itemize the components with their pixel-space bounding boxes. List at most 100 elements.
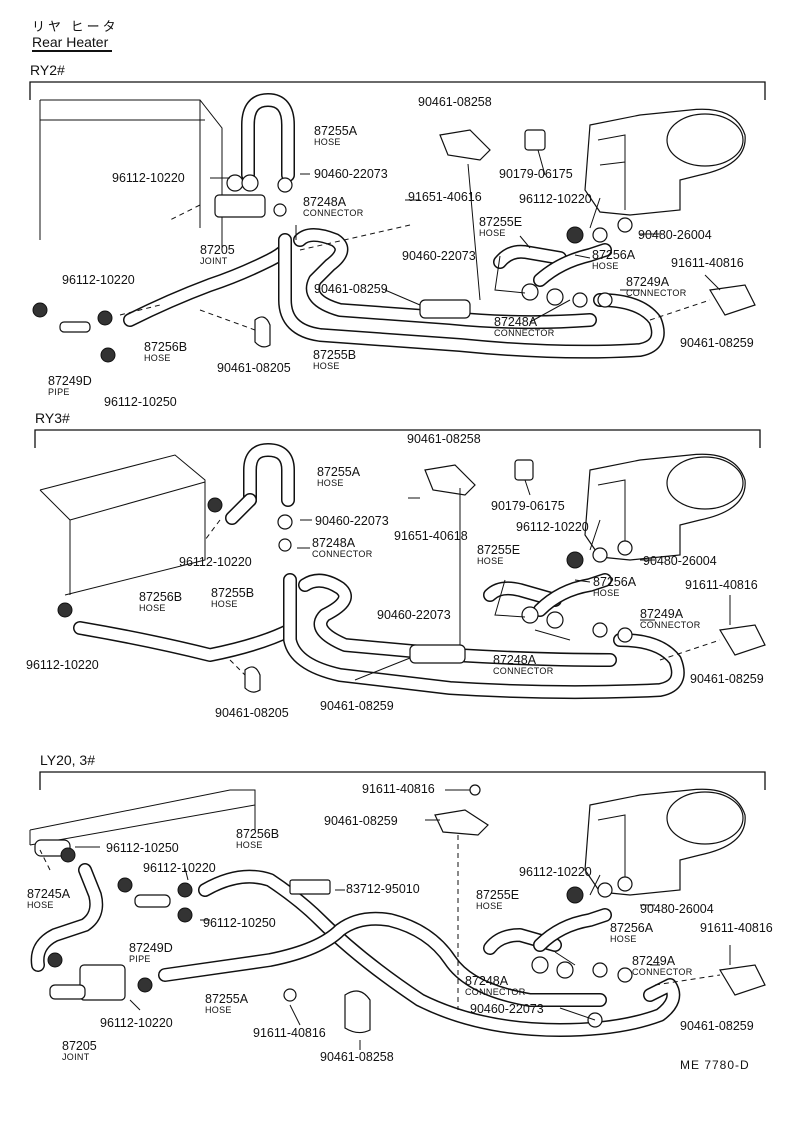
part-number: 87249A xyxy=(626,275,670,289)
part-type: HOSE xyxy=(593,588,620,598)
part-number: 87255E xyxy=(477,543,521,557)
part-number: 90461-08258 xyxy=(320,1050,394,1064)
part-type: HOSE xyxy=(236,840,263,850)
part-label: 90480-26004 xyxy=(638,228,712,242)
part-number: 90460-22073 xyxy=(377,608,451,622)
part-number: 96112-10220 xyxy=(519,865,592,879)
part-label: 91611-40816 xyxy=(685,579,758,592)
part-label: 90461-08205 xyxy=(217,362,291,375)
part-label: 96112-10220 xyxy=(62,273,135,287)
part-number: 87249A xyxy=(632,954,676,968)
part-number: 87249A xyxy=(640,607,684,621)
part-number: 96112-10220 xyxy=(112,171,185,185)
part-label: 96112-10220 xyxy=(179,555,252,569)
part-type: CONNECTOR xyxy=(312,549,373,559)
part-type: HOSE xyxy=(27,900,54,910)
part-number: 87256A xyxy=(593,575,637,589)
part-number: 90179-06175 xyxy=(499,167,573,181)
part-type: HOSE xyxy=(205,1005,232,1015)
part-number: 90480-26004 xyxy=(638,228,712,242)
part-label: 91611-40816 xyxy=(253,1026,326,1040)
part-label: 90461-08258 xyxy=(418,96,492,109)
section-title-ly20: LY20, 3# xyxy=(40,752,96,768)
part-number: 91611-40816 xyxy=(253,1026,326,1040)
part-number: 90461-08259 xyxy=(314,282,388,296)
part-label: 83712-95010 xyxy=(346,882,420,896)
part-number: 83712-95010 xyxy=(346,882,420,896)
part-number: 90461-08205 xyxy=(215,706,289,720)
part-number: 96112-10220 xyxy=(179,555,252,569)
part-number: 90179-06175 xyxy=(491,499,565,513)
part-type: HOSE xyxy=(144,353,171,363)
ly20-drawing xyxy=(29,784,766,1050)
part-label: 96112-10250 xyxy=(203,917,276,930)
part-label: 96112-10220 xyxy=(143,862,216,875)
part-type: CONNECTOR xyxy=(303,208,364,218)
part-label: 90461-08259 xyxy=(680,1020,754,1033)
part-type: JOINT xyxy=(200,256,228,266)
part-number: 87256B xyxy=(139,590,183,604)
part-label: 90461-08259 xyxy=(324,815,398,828)
part-number: 87256B xyxy=(144,340,188,354)
part-label: 90461-08258 xyxy=(407,432,481,446)
part-label: 96112-10220 xyxy=(100,1016,173,1030)
title-english: Rear Heater xyxy=(32,34,113,52)
part-label: 90461-08259 xyxy=(320,700,394,713)
part-number: 87255E xyxy=(479,215,523,229)
part-type: JOINT xyxy=(62,1052,90,1062)
part-type: HOSE xyxy=(139,603,166,613)
part-number: 96112-10220 xyxy=(100,1016,173,1030)
part-type: HOSE xyxy=(592,261,619,271)
part-type: CONNECTOR xyxy=(465,987,526,997)
part-number: 90460-22073 xyxy=(314,167,388,181)
part-type: HOSE xyxy=(610,934,637,944)
title-japanese: リヤ ヒータ xyxy=(32,19,119,34)
part-number: 90461-08258 xyxy=(407,432,481,446)
part-number: 87245A xyxy=(27,887,71,901)
part-label: 90461-08259 xyxy=(690,672,764,686)
part-type: PIPE xyxy=(48,387,70,397)
part-type: CONNECTOR xyxy=(640,620,701,630)
part-label: 96112-10250 xyxy=(104,396,177,409)
part-number: 87248A xyxy=(312,536,356,550)
part-label: 91651-40618 xyxy=(394,530,468,543)
part-label: 91611-40816 xyxy=(362,783,435,796)
part-label: 90179-06175 xyxy=(491,499,565,513)
part-number: 96112-10220 xyxy=(62,273,135,287)
part-label: 90480-26004 xyxy=(640,903,714,916)
part-type: HOSE xyxy=(317,478,344,488)
part-type: HOSE xyxy=(314,137,341,147)
part-label: 90461-08205 xyxy=(215,706,289,720)
part-number: 90460-22073 xyxy=(315,514,389,528)
part-number: 87249D xyxy=(129,941,173,955)
part-number: 91611-40816 xyxy=(700,921,773,935)
part-label: 91611-40816 xyxy=(671,257,744,270)
part-number: 90461-08259 xyxy=(690,672,764,686)
part-type: HOSE xyxy=(476,901,503,911)
part-number: 91651-40616 xyxy=(408,190,482,204)
section-title-ry3: RY3# xyxy=(35,410,70,426)
part-label: 90480-26004 xyxy=(643,555,717,568)
section-title-ry2: RY2# xyxy=(30,62,65,78)
part-label: 96112-10250 xyxy=(106,842,179,855)
part-number: 96112-10220 xyxy=(26,658,99,672)
part-label: 96112-10220 xyxy=(26,658,99,672)
